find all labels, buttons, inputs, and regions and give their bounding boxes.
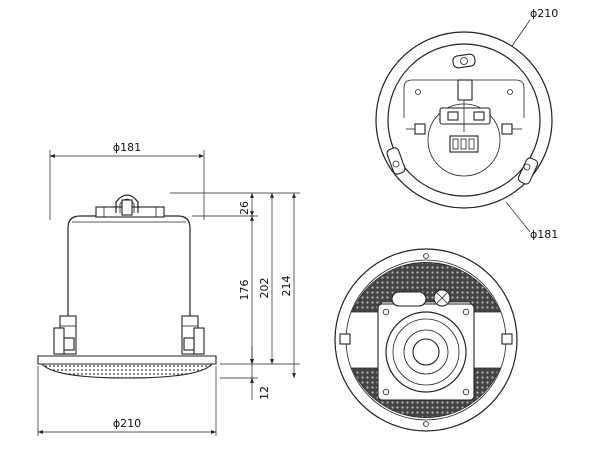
dim-top-width: ϕ181 xyxy=(113,141,141,154)
speaker-can xyxy=(67,215,191,350)
top-view-inner-diameter: ϕ181 xyxy=(530,228,558,241)
grille-upper xyxy=(351,261,501,313)
grille-profile xyxy=(40,363,214,379)
mounting-clip-left xyxy=(53,315,77,355)
dim-flange-height: 12 xyxy=(258,386,271,400)
dim-inner-height: 202 xyxy=(258,278,271,299)
dim-body-height: 176 xyxy=(238,280,251,301)
front-view xyxy=(334,248,518,432)
mounting-clip-right xyxy=(181,315,205,355)
dust-cap xyxy=(412,338,440,366)
dim-bottom-width: ϕ210 xyxy=(113,417,141,430)
port-slot xyxy=(391,291,427,307)
side-view: ϕ181 ϕ210 26 176 202 214 12 xyxy=(37,141,300,436)
top-view-outer-diameter: ϕ210 xyxy=(530,7,558,20)
top-view: ϕ210 ϕ181 xyxy=(375,7,558,241)
dim-cap-height: 26 xyxy=(238,201,251,215)
dim-total-height: 214 xyxy=(280,276,293,297)
flange xyxy=(37,355,217,365)
hanging-loop xyxy=(115,194,139,213)
tap-selector xyxy=(449,135,479,153)
